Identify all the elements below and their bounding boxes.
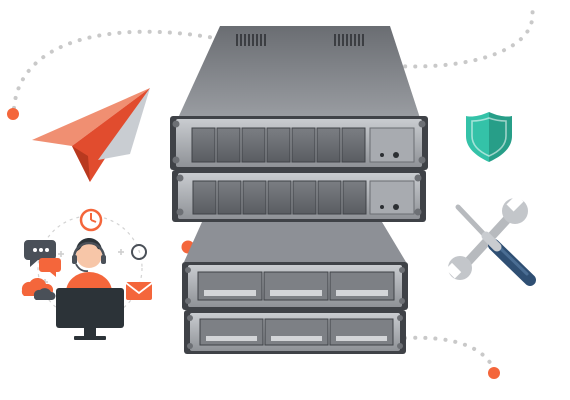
- accent-dot-bottom-right: [488, 367, 500, 379]
- power-led-2: [393, 204, 399, 210]
- email-icon: [125, 282, 153, 300]
- accent-dot-left: [7, 108, 19, 120]
- support-agent-icon: [66, 237, 112, 292]
- server-unit-1: [170, 116, 428, 170]
- connector-top-right: [393, 6, 535, 69]
- paper-plane-icon: [32, 88, 150, 182]
- dashed-orbit: [37, 215, 143, 321]
- server-unit-3: [182, 262, 408, 310]
- cloud-icon: [21, 277, 56, 300]
- server-unit-4: [184, 310, 406, 354]
- screwdriver-icon: [455, 204, 536, 286]
- shield-icon: [466, 112, 512, 162]
- connector-bottom-right: [403, 335, 497, 374]
- dotted-connectors: [12, 6, 535, 374]
- drive-bays-2: [192, 180, 367, 215]
- drive-trays-4: [199, 318, 394, 346]
- monitor-icon: [56, 288, 124, 340]
- clock-icon: [79, 208, 103, 232]
- connector-top-left: [12, 29, 217, 110]
- vent-grille-left: [236, 34, 266, 46]
- power-led-1: [393, 152, 399, 158]
- lower-server-lid: [184, 222, 406, 262]
- server-rack: [170, 26, 428, 354]
- tools-icon: [445, 194, 536, 286]
- server-unit-2: [172, 170, 426, 222]
- top-server-lid: [178, 26, 420, 118]
- gear-outline-icon: [131, 244, 147, 260]
- drive-bays-1: [191, 127, 366, 163]
- vent-grille-right: [334, 34, 364, 46]
- support-agent-cluster: [21, 208, 153, 340]
- chat-bubble-icon: [24, 240, 61, 277]
